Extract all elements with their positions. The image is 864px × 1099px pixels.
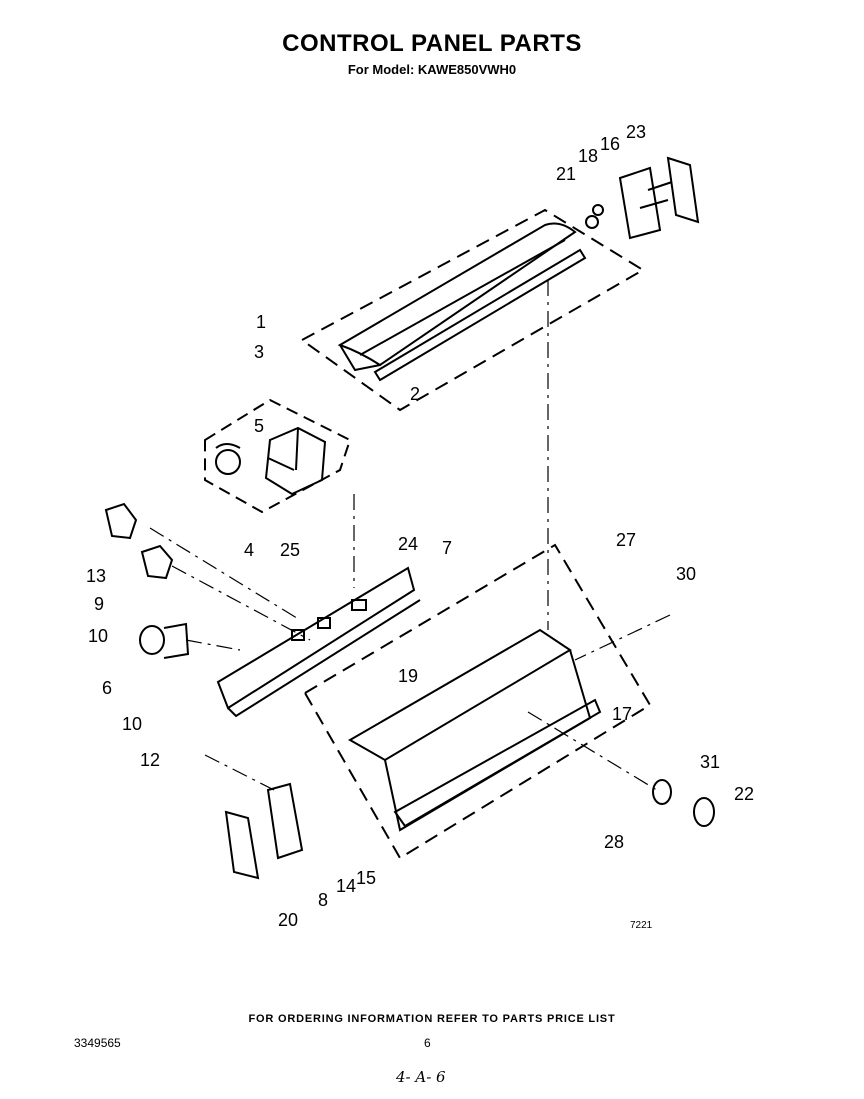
callout-10a: 10 — [88, 626, 108, 646]
washer-part-31 — [652, 779, 672, 805]
callout-19: 19 — [398, 666, 418, 686]
control-bracket-part — [216, 566, 421, 718]
callout-1: 1 — [256, 312, 266, 332]
model-subtitle: For Model: KAWE850VWH0 — [347, 62, 517, 77]
callout-20: 20 — [278, 910, 298, 930]
end-cap-assembly — [585, 156, 700, 240]
callout-14: 14 — [336, 876, 356, 896]
cap-part-22 — [693, 797, 715, 827]
callout-18: 18 — [578, 146, 598, 166]
callout-8: 8 — [318, 890, 328, 910]
callout-27: 27 — [616, 530, 636, 550]
page-number: 6 — [424, 1036, 431, 1050]
callout-25: 25 — [280, 540, 300, 560]
push-button-part-20 — [224, 810, 260, 880]
callout-16: 16 — [600, 134, 620, 154]
drawing-code: 7221 — [630, 920, 653, 931]
callout-5: 5 — [254, 416, 264, 436]
ordering-note: FOR ORDERING INFORMATION REFER TO PARTS … — [248, 1013, 616, 1025]
end-cap-part-8 — [266, 782, 304, 860]
callout-15: 15 — [356, 868, 376, 888]
callout-9: 9 — [94, 594, 104, 614]
callout-7: 7 — [442, 538, 452, 558]
rotary-switch-9 — [140, 544, 174, 580]
callout-23: 23 — [626, 122, 646, 142]
console-back-outline — [303, 543, 652, 860]
callout-4: 4 — [244, 540, 254, 560]
rotary-switch-13 — [104, 502, 138, 540]
callout-labels: 1 2 3 4 5 6 7 8 9 10 10 12 13 14 15 16 1… — [86, 122, 754, 931]
callout-22: 22 — [734, 784, 754, 804]
leader-lines — [149, 280, 671, 793]
callout-2: 2 — [410, 384, 420, 404]
callout-13: 13 — [86, 566, 106, 586]
timer-part — [215, 426, 327, 496]
callout-21: 21 — [556, 164, 576, 184]
callout-24: 24 — [398, 534, 418, 554]
callout-31: 31 — [700, 752, 720, 772]
temperature-switch-6 — [139, 622, 190, 659]
callout-28: 28 — [604, 832, 624, 852]
document-number: 3349565 — [74, 1036, 121, 1050]
callout-17: 17 — [612, 704, 632, 724]
callout-12: 12 — [140, 750, 160, 770]
callout-3: 3 — [254, 342, 264, 362]
console-group-outline — [300, 208, 645, 412]
callout-6: 6 — [102, 678, 112, 698]
page-title: CONTROL PANEL PARTS — [282, 30, 582, 57]
callout-10b: 10 — [122, 714, 142, 734]
handwritten-note: 4- A- 6 — [396, 1068, 446, 1086]
console-panel-part — [337, 222, 587, 382]
callout-30: 30 — [676, 564, 696, 584]
timer-group-outline — [204, 398, 352, 514]
console-back-part — [347, 628, 602, 832]
